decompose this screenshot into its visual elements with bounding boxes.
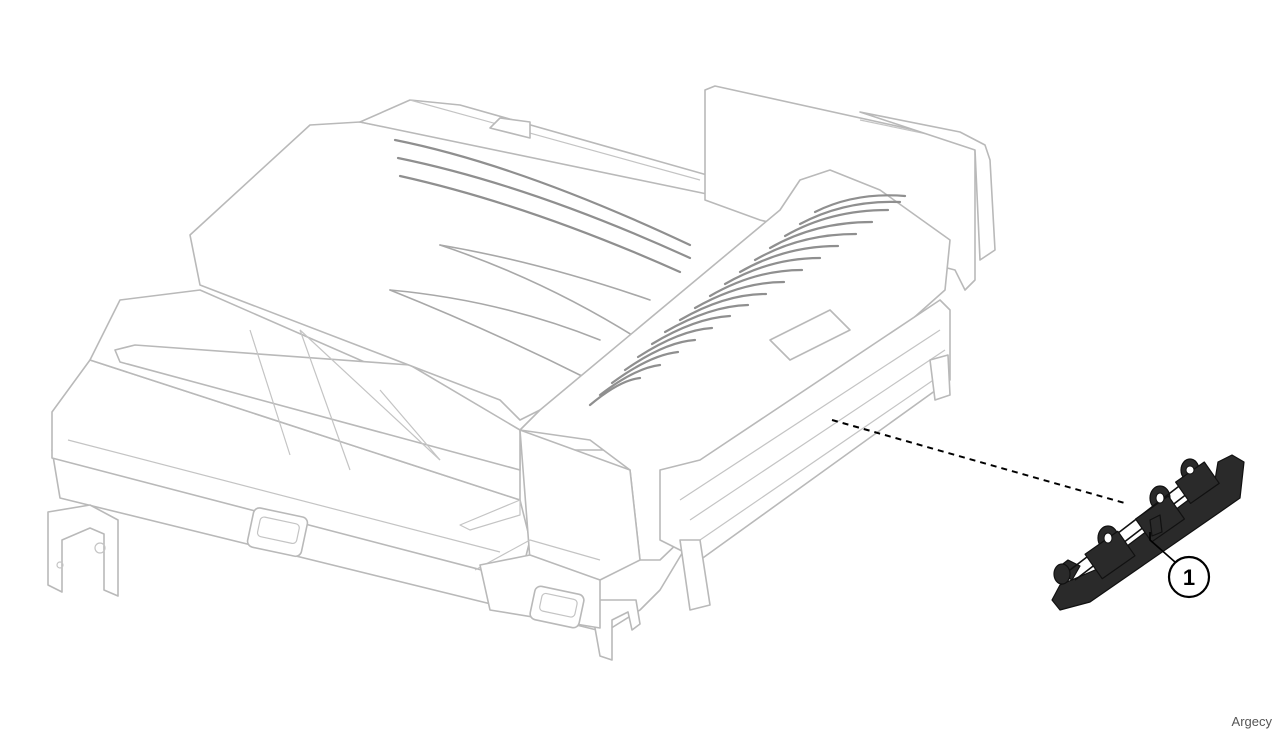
callout-1-circle xyxy=(1167,555,1211,599)
exploded-leader-line xyxy=(831,419,1129,505)
printer-duplex-unit-illustration xyxy=(47,85,996,661)
callout-1-label: 1 xyxy=(1183,565,1195,590)
callout-1-pointer-line xyxy=(1149,532,1176,563)
watermark-text: Argecy xyxy=(1231,714,1272,729)
roller-assembly-part xyxy=(1051,454,1245,611)
callout-1: 1 xyxy=(1149,532,1211,599)
